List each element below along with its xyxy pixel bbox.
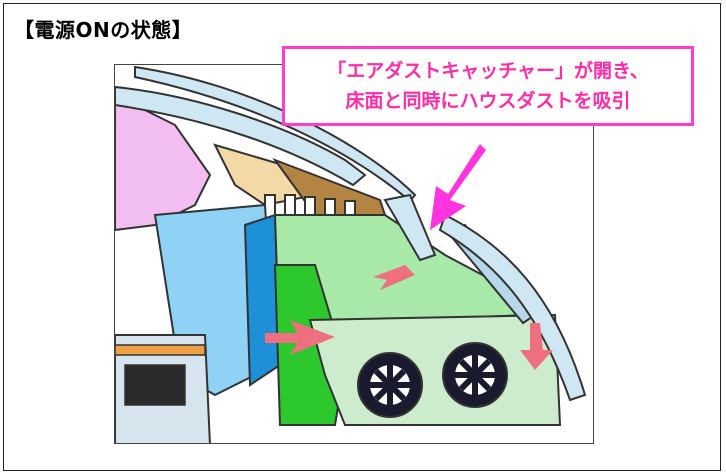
- callout-line-1: 「エアダストキャッチャー」が開き、: [327, 60, 649, 82]
- cross-section-illustration: [115, 65, 587, 443]
- dark-block: [124, 364, 186, 406]
- orange-bar: [115, 344, 206, 356]
- air-dust-catcher-callout: 「エアダストキャッチャー」が開き、 床面と同時にハウスダストを吸引: [282, 46, 694, 126]
- vacuum-cross-section-diagram: [114, 64, 594, 444]
- airflow-arrow-down: [520, 323, 553, 370]
- dust-box-funnel-side: [243, 213, 282, 387]
- air-dust-catcher-flap: [383, 193, 437, 262]
- airflow-arrow-diagonal: [373, 265, 415, 290]
- airflow-arrow-left: [265, 320, 335, 355]
- brush-roller-right: [442, 342, 508, 408]
- brush-housing: [308, 313, 562, 426]
- callout-line-2: 床面と同時にハウスダストを吸引: [345, 90, 631, 112]
- pink-panel: [115, 93, 212, 232]
- front-nose: [438, 213, 587, 402]
- figure-title: 【電源ONの状態】: [14, 18, 193, 42]
- brush-roller-left: [357, 352, 423, 418]
- airflow-arrows: [265, 265, 553, 370]
- upper-housing-shell: [115, 85, 367, 187]
